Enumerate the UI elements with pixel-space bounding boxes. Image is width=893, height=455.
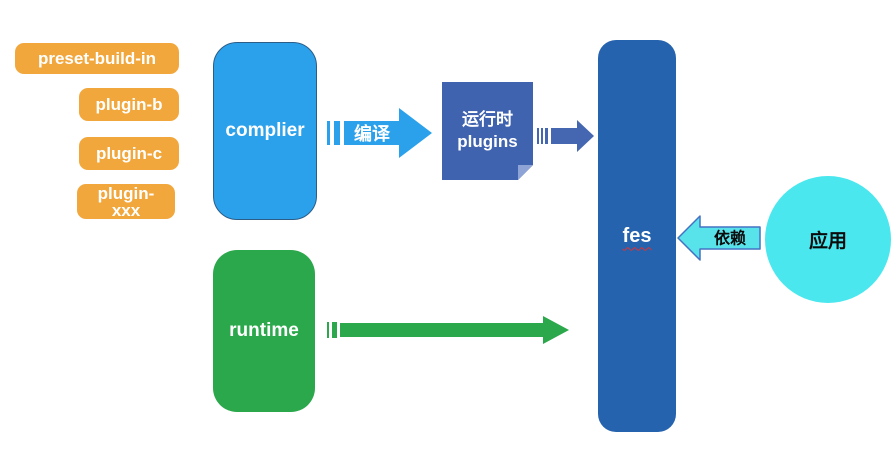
- badge-plugin-b: plugin-b: [79, 88, 179, 121]
- depends-arrow-label: 依赖: [714, 229, 746, 248]
- runtime-to-fes-arrow: [327, 315, 570, 345]
- plugins-to-fes-arrow: [537, 119, 595, 153]
- depends-arrow: 依赖: [677, 215, 761, 261]
- note-fold-corner-icon: [518, 165, 533, 180]
- compile-arrow: 编译: [327, 106, 433, 160]
- fes-label: fes: [622, 224, 652, 247]
- striped-right-arrow-icon: 编译: [327, 108, 432, 158]
- striped-right-arrow-icon: [327, 316, 569, 344]
- runtime-node: runtime: [213, 250, 315, 412]
- runtime-plugins-label: 运行时 plugins: [457, 110, 518, 151]
- compile-arrow-label: 编译: [354, 123, 391, 144]
- complier-label: complier: [225, 120, 305, 141]
- left-arrow-icon: 依赖: [677, 215, 761, 261]
- badge-plugin-c: plugin-c: [79, 137, 179, 170]
- badge-plugin-xxx: plugin- xxx: [77, 184, 175, 219]
- complier-node: complier: [213, 42, 317, 220]
- badge-preset-build-in: preset-build-in: [15, 43, 179, 74]
- runtime-plugins-note: 运行时 plugins: [442, 82, 533, 180]
- fes-node: fes: [598, 40, 676, 432]
- striped-right-arrow-icon: [537, 120, 594, 152]
- runtime-label: runtime: [229, 320, 299, 341]
- app-ellipse: 应用: [765, 176, 891, 303]
- app-label: 应用: [808, 231, 847, 252]
